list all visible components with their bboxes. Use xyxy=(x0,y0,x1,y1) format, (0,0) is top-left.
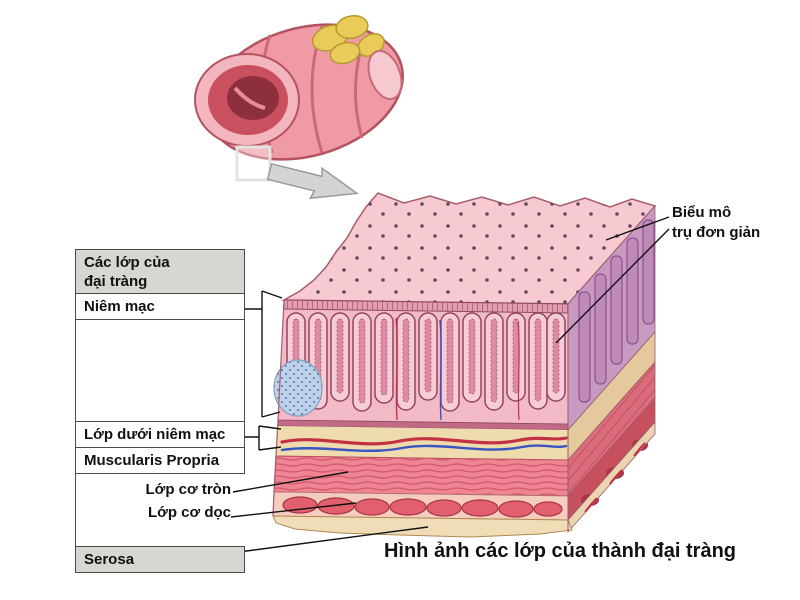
legend-item-muscularis-propria: Muscularis Propria xyxy=(75,447,245,474)
top-face-luminal-surface xyxy=(281,192,657,305)
legend-item-submucosa: Lớp dưới niêm mạc xyxy=(75,421,245,448)
lymphoid-nodule xyxy=(273,359,323,417)
fat-appendages xyxy=(311,15,385,65)
circular-muscle-layer xyxy=(273,455,569,497)
mucosa-layer xyxy=(273,299,569,424)
legend-sublabels: Lớp cơ tròn Lớp cơ dọc xyxy=(75,474,245,547)
longitudinal-muscle-line xyxy=(230,502,357,518)
legend-panel: Các lớp của đại tràng Niêm mạc Lớp dưới … xyxy=(75,249,245,573)
right-face xyxy=(567,204,656,534)
legend-item-mucosa: Niêm mạc xyxy=(75,293,245,320)
epithelium-annotation: Biểu mô trụ đơn giản xyxy=(672,204,761,241)
crypts xyxy=(286,312,566,412)
figure-caption: Hình ảnh các lớp của thành đại tràng xyxy=(383,540,737,562)
legend-item-circular-muscle: Lớp cơ tròn xyxy=(145,481,232,498)
epithelium-lines xyxy=(555,216,670,344)
tissue-block xyxy=(272,192,657,538)
mucosa-bracket xyxy=(245,290,283,418)
zoom-region-box xyxy=(235,145,272,182)
legend-item-serosa: Serosa xyxy=(75,546,245,573)
zoom-arrow-icon xyxy=(266,162,359,200)
legend-spacer xyxy=(75,319,245,422)
legend-title: Các lớp của đại tràng xyxy=(75,249,245,294)
colon-overview-illustration xyxy=(194,15,404,161)
legend-item-longitudinal-muscle: Lớp cơ dọc xyxy=(148,504,231,521)
submucosa-bracket xyxy=(245,425,282,451)
serosa-layer xyxy=(272,515,573,538)
pointer-lines xyxy=(132,216,670,567)
submucosa-layer xyxy=(276,426,568,460)
circular-muscle-line xyxy=(232,471,349,493)
longitudinal-muscle-layer xyxy=(272,491,569,521)
